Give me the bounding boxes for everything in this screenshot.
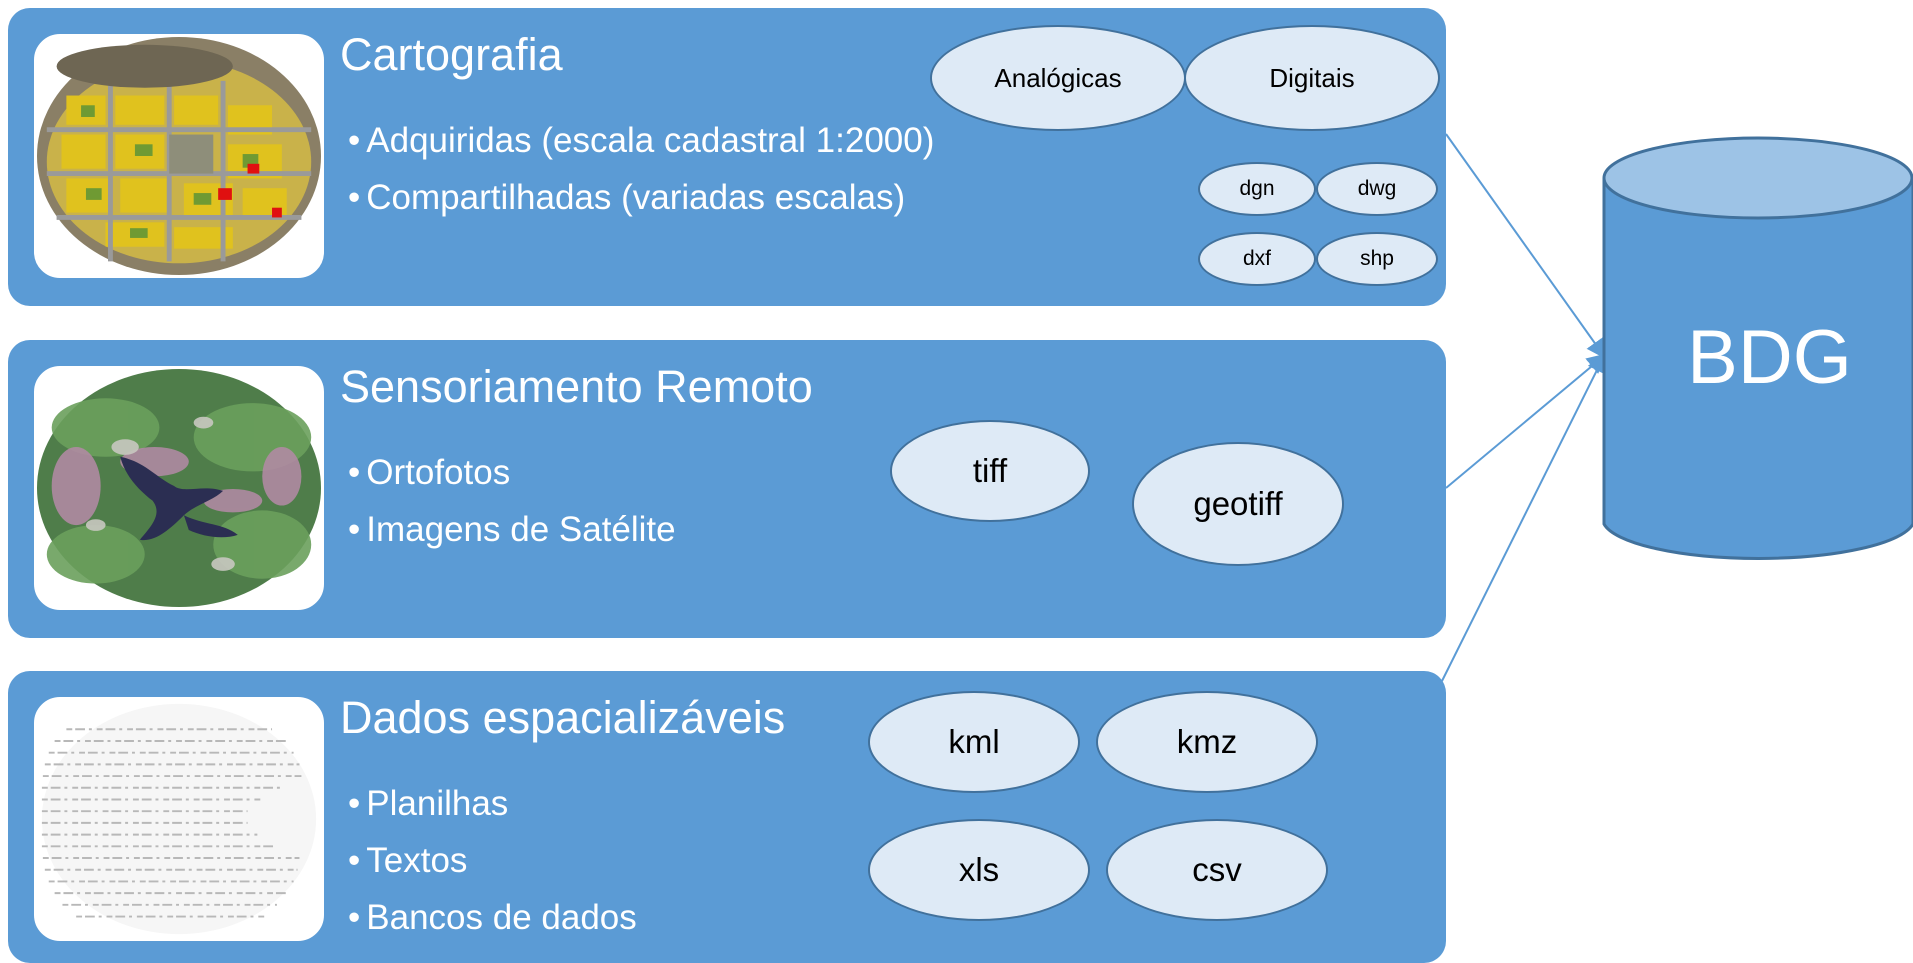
satellite-thumbnail-image xyxy=(34,366,324,610)
format-ellipse-dgn: dgn xyxy=(1198,162,1316,216)
format-ellipse-analogicas: Analógicas xyxy=(930,25,1186,131)
panel-title: Sensoriamento Remoto xyxy=(340,361,813,412)
database-label: BDG xyxy=(1687,315,1852,400)
bullet-item: Planilhas xyxy=(348,775,637,832)
format-ellipse-dwg: dwg xyxy=(1316,162,1438,216)
format-ellipse-xls: xls xyxy=(868,819,1090,921)
panel-title: Cartografia xyxy=(340,29,563,80)
bullet-item: Bancos de dados xyxy=(348,889,636,946)
arrow-dados-to-bdg xyxy=(1441,352,1606,682)
format-ellipse-kml: kml xyxy=(868,691,1080,793)
format-ellipse-csv: csv xyxy=(1106,819,1328,921)
format-ellipse-kmz: kmz xyxy=(1096,691,1318,793)
arrow-cartografia-to-bdg xyxy=(1445,133,1607,360)
format-ellipse-geotiff: geotiff xyxy=(1132,442,1344,566)
format-ellipse-tiff: tiff xyxy=(890,420,1090,522)
text-thumbnail-image xyxy=(34,697,324,941)
panel-sensoriamento-remoto: Sensoriamento Remoto Ortofotos Imagens d… xyxy=(8,340,1446,638)
map-thumbnail-image xyxy=(34,34,324,278)
bullet-item: Ortofotos xyxy=(348,444,676,501)
bullet-item: Adquiridas (escala cadastral 1:2000) xyxy=(348,112,934,169)
format-ellipse-dxf: dxf xyxy=(1198,232,1316,286)
bullet-item: Imagens de Satélite xyxy=(348,501,675,558)
panel-title: Dados espacializáveis xyxy=(340,692,786,743)
bullet-list: Adquiridas (escala cadastral 1:2000) Com… xyxy=(348,112,934,226)
bullet-list: Ortofotos Imagens de Satélite xyxy=(348,444,676,558)
bullet-item: Textos xyxy=(348,832,637,889)
panel-cartografia: Cartografia Adquiridas (escala cadastral… xyxy=(8,8,1446,306)
arrow-sensoriamento-to-bdg xyxy=(1445,353,1608,489)
format-ellipse-digitais: Digitais xyxy=(1184,25,1440,131)
database-cylinder xyxy=(1602,136,1913,560)
bullet-item: Compartilhadas (variadas escalas) xyxy=(348,169,934,226)
panel-dados-espacializaveis: Dados espacializáveis Planilhas Textos B… xyxy=(8,671,1446,963)
bullet-list: Planilhas Textos Bancos de dados xyxy=(348,775,637,946)
format-ellipse-shp: shp xyxy=(1316,232,1438,286)
